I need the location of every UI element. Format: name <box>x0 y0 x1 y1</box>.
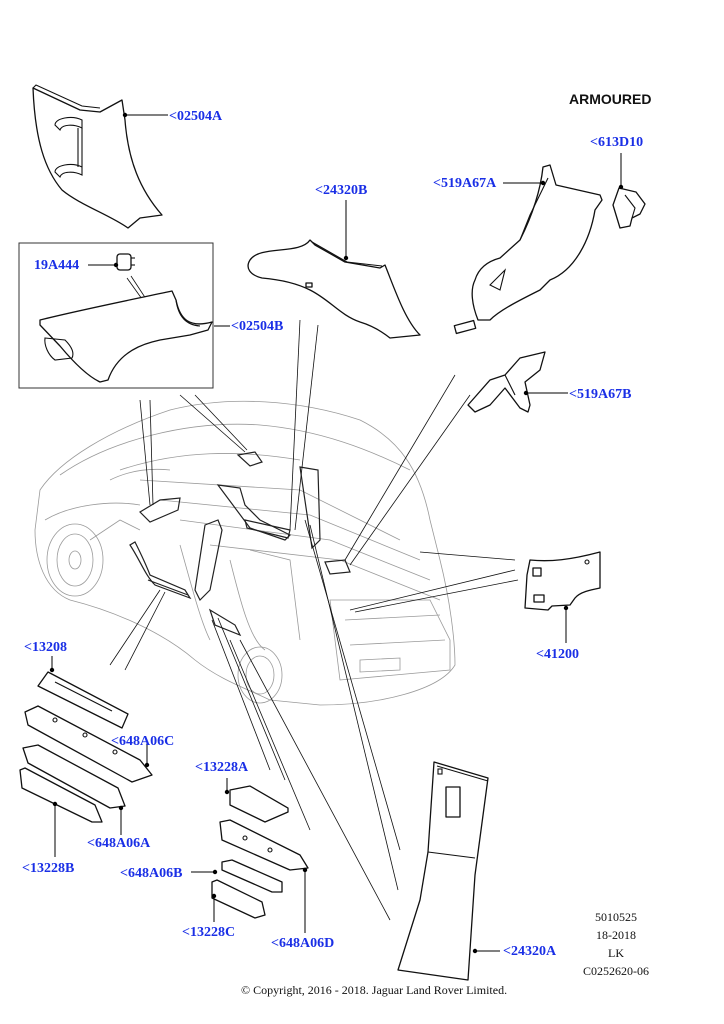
part-13228C-drawing <box>211 879 266 919</box>
part-02504A-drawing <box>32 84 163 229</box>
callout-13228A[interactable]: <13228A <box>195 760 249 775</box>
part-13228B-drawing <box>19 767 103 823</box>
callout-24320A[interactable]: <24320A <box>503 944 557 959</box>
callout-41200[interactable]: <41200 <box>536 647 579 662</box>
part-13208-drawing <box>37 671 129 729</box>
callout-519A67B[interactable]: <519A67B <box>569 387 632 402</box>
callout-13208[interactable]: <13208 <box>24 640 67 655</box>
variant-title: ARMOURED <box>569 91 652 107</box>
vehicle-trim-highlights <box>129 451 351 637</box>
callout-13228C[interactable]: <13228C <box>182 925 236 940</box>
part-648A06D-drawing <box>219 819 309 871</box>
callout-648A06C[interactable]: <648A06C <box>111 734 175 749</box>
callout-648A06D[interactable]: <648A06D <box>271 936 335 951</box>
part-519A67B-drawing <box>467 351 546 413</box>
part-02504B-drawing <box>39 290 213 383</box>
part-648A06B-drawing <box>221 859 283 893</box>
part-24320A-drawing <box>397 761 489 981</box>
detail-inset-box <box>18 242 214 389</box>
callout-519A67A[interactable]: <519A67A <box>433 176 497 191</box>
copyright-notice: © Copyright, 2016 - 2018. Jaguar Land Ro… <box>241 983 508 997</box>
part-613D10-drawing <box>612 187 646 229</box>
callout-648A06A[interactable]: <648A06A <box>87 836 151 851</box>
part-24320B-drawing <box>247 239 421 339</box>
callout-19A444[interactable]: 19A444 <box>34 258 80 273</box>
callout-24320B[interactable]: <24320B <box>315 183 368 198</box>
callout-02504B[interactable]: <02504B <box>231 319 284 334</box>
reference-date: 18-2018 <box>596 928 636 942</box>
callout-648A06B[interactable]: <648A06B <box>120 866 183 881</box>
callout-leaders <box>49 112 624 954</box>
callout-02504A[interactable]: <02504A <box>169 109 223 124</box>
part-41200-drawing <box>524 551 601 611</box>
callout-613D10[interactable]: <613D10 <box>590 135 644 150</box>
part-519A67A-drawing <box>453 164 603 335</box>
reference-number: 5010525 <box>595 910 637 924</box>
part-648A06C-drawing <box>24 705 153 783</box>
vehicle-outline <box>34 400 456 706</box>
reference-code: LK <box>608 946 624 960</box>
leader-lines <box>109 319 519 921</box>
part-13228A-drawing <box>229 785 289 823</box>
part-648A06A-drawing <box>22 744 126 809</box>
illustration-id: C0252620-06 <box>583 964 649 978</box>
callout-13228B[interactable]: <13228B <box>22 861 75 876</box>
